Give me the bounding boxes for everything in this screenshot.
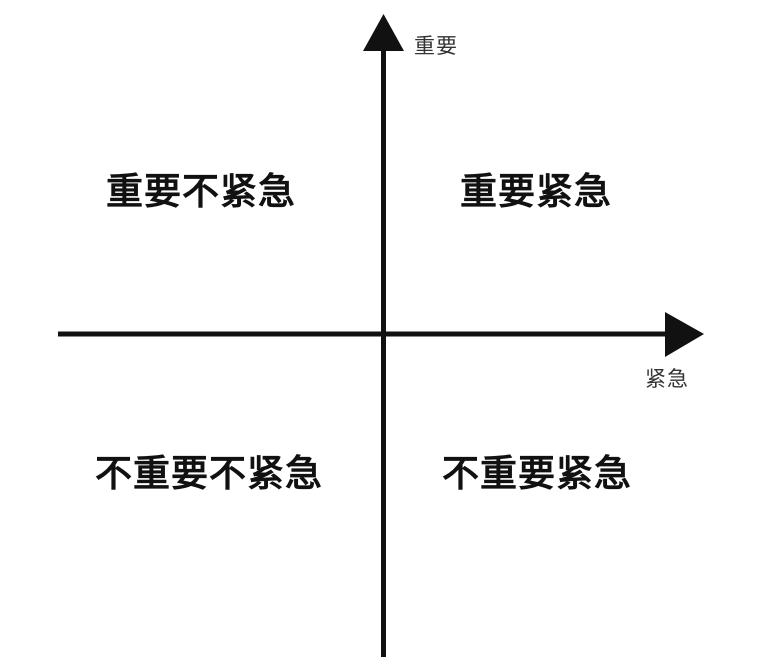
quadrant-important-not-urgent: 重要不紧急 [106,170,296,213]
quadrant-important-urgent: 重要紧急 [460,170,612,213]
quadrant-not-important-urgent: 不重要紧急 [442,452,632,495]
right-arrow-icon [665,312,704,357]
horizontal-axis-label: 紧急 [645,367,689,391]
quadrant-not-important-not-urgent: 不重要不紧急 [95,452,323,495]
up-arrow-icon [363,14,404,51]
vertical-axis-label: 重要 [414,34,458,58]
